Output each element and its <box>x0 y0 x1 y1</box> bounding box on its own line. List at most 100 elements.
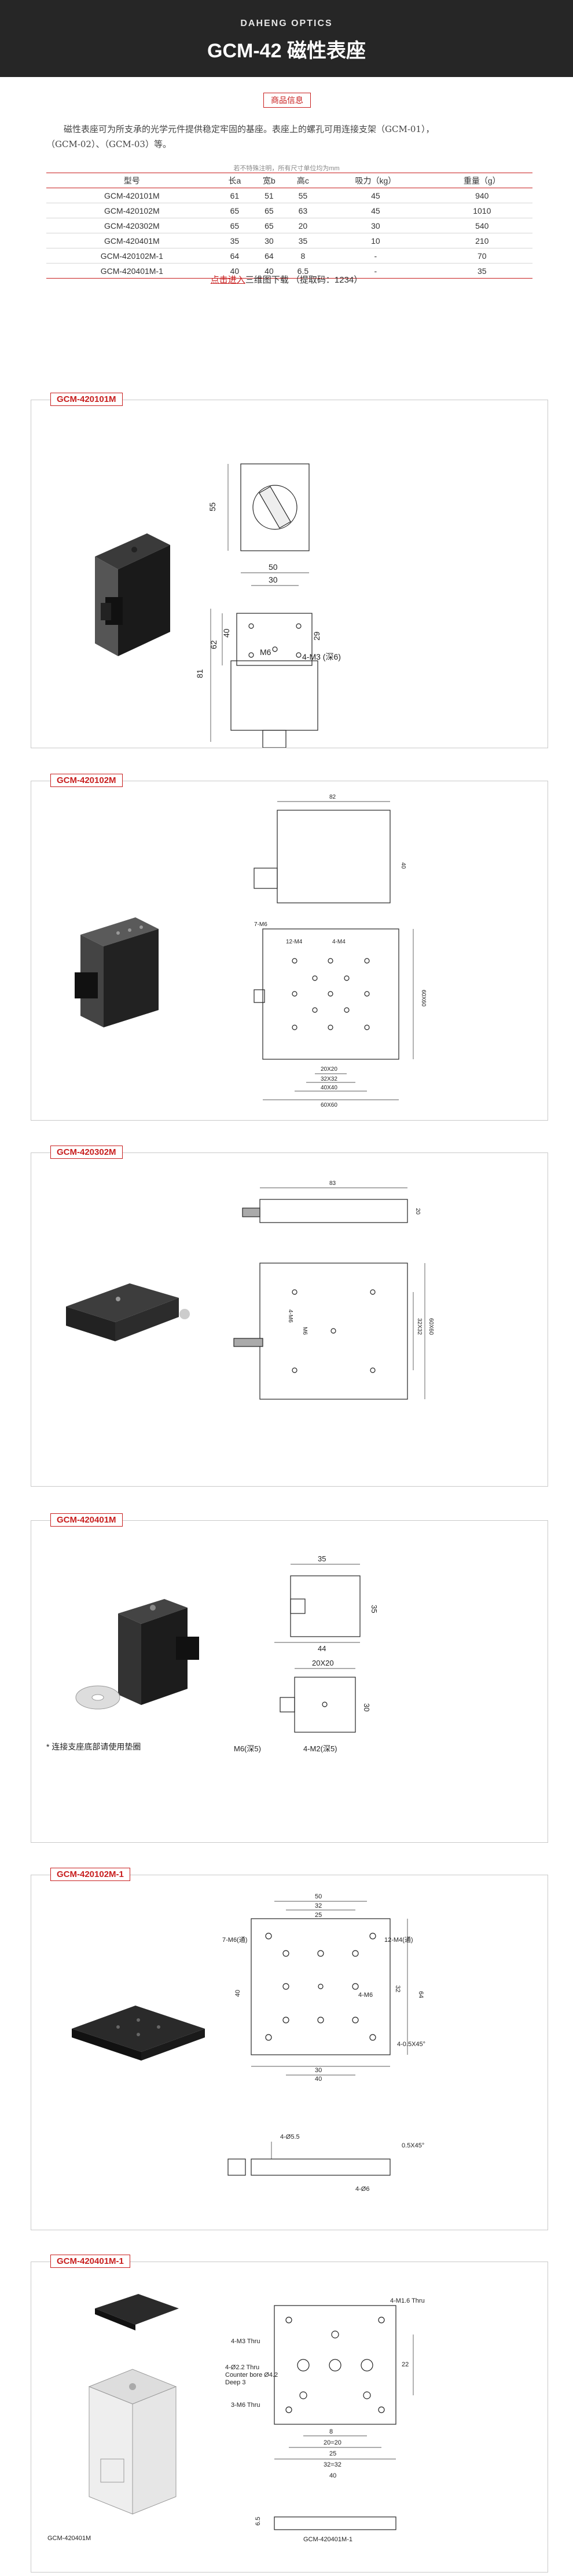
dim-label: 32 <box>315 1902 322 1909</box>
cell: 35 <box>431 263 532 279</box>
cell: 51 <box>252 188 286 203</box>
cell: 20 <box>286 218 320 233</box>
dim-label: 60X60 <box>420 990 427 1007</box>
dim-label: 4-M2(深5) <box>303 1744 337 1753</box>
dim-label: 40 <box>400 862 406 869</box>
drawing-views <box>274 2305 414 2530</box>
product-image <box>95 533 170 656</box>
dim-label: 4-M1.6 Thru <box>390 2297 425 2304</box>
cell: 10 <box>319 233 432 248</box>
panel-gcm-420302m: GCM-420302M 83 20 4-M6 M6 32X32 60X60 <box>31 1146 548 1487</box>
dim-label: 7-M6 <box>254 921 267 928</box>
dim-label: 62 <box>209 640 218 649</box>
intro-text: 磁性表座可为所支承的光学元件提供稳定牢固的基座。表座上的螺孔可用连接支架（GCM… <box>46 122 532 152</box>
dim-label: 4-M6 <box>287 1309 293 1323</box>
dim-label: GCM-420401M-1 <box>303 2536 352 2543</box>
col-height: 高c <box>286 173 320 188</box>
drawing-gcm-420401m-1: 4-M1.6 Thru 4-M3 Thru 4-Ø2.2 Thru Counte… <box>47 2294 425 2543</box>
drawing-views <box>227 1901 408 2176</box>
dim-label: 50 <box>269 562 278 572</box>
product-image <box>75 917 159 1027</box>
col-length: 长a <box>217 173 252 188</box>
drawing-gcm-420102m-1: 50 32 25 7-M6(通) 12-M4(通) 4-M6 4-0.5X45°… <box>72 1893 425 2193</box>
dim-label: 40 <box>315 2076 322 2083</box>
dim-label: 44 <box>318 1644 326 1653</box>
cell: 35 <box>286 233 320 248</box>
brand-name: DAHENG OPTICS <box>240 19 333 28</box>
table-header-row: 型号 长a 宽b 高c 吸力（kg） 重量（g） <box>46 173 532 188</box>
dim-label: 22 <box>402 2361 409 2368</box>
product-image <box>75 1599 199 1710</box>
dim-label: 20 <box>414 1208 421 1215</box>
col-force: 吸力（kg） <box>319 173 432 188</box>
dim-label: 64 <box>417 1991 424 1998</box>
dim-label: 55 <box>208 502 217 511</box>
cell: 63 <box>286 203 320 218</box>
col-weight: 重量（g） <box>431 173 532 188</box>
drawing-views <box>254 801 414 1100</box>
cell: 210 <box>431 233 532 248</box>
cell: 65 <box>217 218 252 233</box>
dim-label: 4-Ø5.5 <box>280 2134 300 2140</box>
product-image <box>88 2294 179 2515</box>
cell: 8 <box>286 248 320 264</box>
dim-label: 12-M4 <box>286 939 303 945</box>
dim-label: M6(深5) <box>234 1744 261 1753</box>
dim-label: 20X20 <box>321 1066 337 1073</box>
col-model: 型号 <box>46 173 218 188</box>
intro-line-1: 磁性表座可为所支承的光学元件提供稳定牢固的基座。表座上的螺孔可用连接支架（GCM… <box>64 124 435 134</box>
dim-label: 4-M6 <box>358 1992 373 1999</box>
panel-label: GCM-420401M-1 <box>50 2255 130 2268</box>
cell: 40 <box>217 263 252 279</box>
drawing-gcm-420101m: 55 50 30 81 62 40 29 M6 4-M3 (深6) <box>95 463 341 748</box>
panel-label: GCM-420102M-1 <box>50 1868 130 1881</box>
dim-label: 12-M4(通) <box>384 1936 413 1944</box>
dim-label: 29 <box>312 631 321 641</box>
dim-label: 81 <box>195 669 204 678</box>
dim-label: 35 <box>318 1554 326 1563</box>
dim-label: 32X32 <box>416 1318 423 1335</box>
cell: 30 <box>319 218 432 233</box>
cell: 45 <box>319 188 432 203</box>
dim-label: 25 <box>315 1912 322 1919</box>
dim-label: 25 <box>329 2450 336 2457</box>
dim-label: 20X20 <box>312 1659 334 1667</box>
cell: 65 <box>252 218 286 233</box>
cell: - <box>319 248 432 264</box>
panel-label: GCM-420102M <box>50 774 123 787</box>
product-info-badge: 商品信息 <box>263 93 311 108</box>
cell: 40 <box>252 263 286 279</box>
dim-label: 6.5 <box>255 2517 262 2526</box>
cell: 64 <box>252 248 286 264</box>
cell: 30 <box>252 233 286 248</box>
col-width: 宽b <box>252 173 286 188</box>
product-image <box>66 1283 190 1341</box>
cell: 65 <box>217 203 252 218</box>
dim-label: 40X40 <box>321 1085 337 1091</box>
cell: 61 <box>217 188 252 203</box>
drawing-gcm-420102m: 82 40 7-M6 12-M4 4-M4 60X60 20X20 32X32 … <box>75 794 427 1108</box>
dim-label: Deep 3 <box>225 2379 245 2386</box>
dim-label: 30 <box>315 2067 322 2074</box>
download-link[interactable]: 点击进入 <box>210 275 245 285</box>
download-line: 点击进入三维图下载 （提取码：1234） <box>0 273 573 286</box>
dim-label: 4-Ø6 <box>355 2186 369 2193</box>
dim-label: 35 <box>370 1605 379 1613</box>
dim-label: 32 <box>394 1985 401 1992</box>
dim-label: 32=32 <box>324 2461 341 2468</box>
page-header: DAHENG OPTICS GCM-42 磁性表座 <box>0 0 573 77</box>
cell: 940 <box>431 188 532 203</box>
panel-label: GCM-420101M <box>50 393 123 406</box>
panel-gcm-420102m: GCM-420102M 82 40 7-M <box>31 774 548 1121</box>
dim-label: M6 <box>302 1327 308 1335</box>
dim-label: 60X60 <box>428 1318 434 1335</box>
footnote: * 连接支座底部请使用垫圈 <box>46 1742 141 1751</box>
dim-label: 4-0.5X45° <box>397 2041 425 2048</box>
dim-label: GCM-420401M <box>47 2535 91 2542</box>
drawing-front <box>210 463 318 748</box>
dim-label: 82 <box>329 794 336 800</box>
